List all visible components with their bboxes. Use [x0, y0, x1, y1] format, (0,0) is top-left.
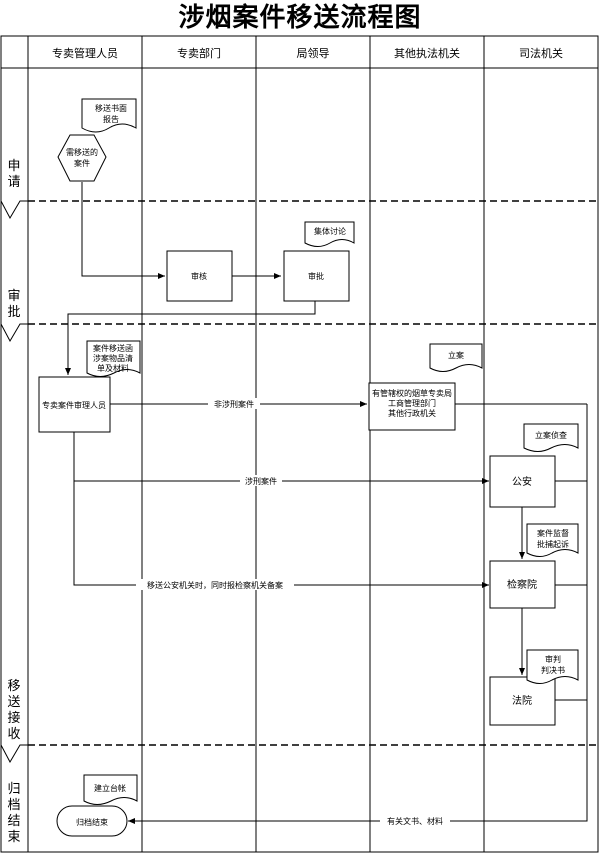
node-police-label: 公安	[512, 475, 532, 488]
node-case-officer: 专卖案件审理人员	[38, 376, 111, 433]
doc-transfer-letter-line3: 单及材料	[97, 363, 129, 373]
doc-ledger-label: 建立台帐	[94, 783, 126, 793]
node-police: 公安	[489, 455, 556, 508]
node-archive-end: 归档结束	[56, 805, 128, 837]
phase-transfer-4: 收	[7, 727, 20, 742]
phase-labels: 申 请 审 批 移 送 接 收 归 档 结 束	[7, 159, 20, 845]
node-archive-end-label: 归档结束	[76, 817, 108, 827]
lane-header-sales-staff: 专卖管理人员	[52, 46, 118, 60]
phase-transfer-2: 送	[7, 695, 20, 710]
doc-transfer-report-line1: 移送书面	[95, 103, 127, 113]
doc-verdict-line1: 审判	[545, 654, 561, 664]
label-criminal: 涉刑案件	[245, 476, 277, 486]
node-review-label: 审核	[191, 271, 207, 281]
node-other-agency-line1: 有管辖权的烟草专卖局	[372, 388, 452, 398]
node-review: 审核	[166, 250, 233, 302]
node-court-label: 法院	[512, 694, 532, 707]
doc-supervision-line2: 批捕起诉	[537, 539, 569, 549]
doc-ledger: 建立台帐	[83, 774, 138, 805]
doc-transfer-letter-line2: 涉案物品清	[93, 353, 133, 363]
doc-case-filing: 立案	[429, 343, 483, 372]
edge-officer-trunk	[73, 431, 489, 588]
node-approval: 审批	[283, 250, 350, 302]
node-other-agency: 有管辖权的烟草专卖局 工商管理部门 其他行政机关	[368, 382, 456, 431]
doc-verdict-line2: 判决书	[541, 665, 565, 675]
node-court: 法院	[489, 676, 556, 726]
lane-header-other-agency: 其他执法机关	[394, 46, 460, 60]
edge-case-to-review	[81, 182, 165, 279]
label-non-criminal: 非涉刑案件	[214, 399, 254, 409]
connectors	[65, 182, 588, 824]
doc-filing-investigation-label: 立案侦查	[535, 430, 567, 440]
doc-filing-investigation: 立案侦查	[523, 423, 579, 452]
doc-case-filing-label: 立案	[448, 350, 464, 360]
doc-transfer-report-line2: 报告	[103, 114, 119, 124]
doc-group-discussion-label: 集体讨论	[314, 226, 346, 236]
lane-header-judicial: 司法机关	[519, 46, 563, 60]
doc-verdict: 审判 判决书	[526, 649, 579, 684]
node-procuratorate: 检察院	[489, 560, 556, 609]
phase-apply-1: 申	[7, 159, 20, 174]
doc-group-discussion: 集体讨论	[304, 221, 355, 247]
phase-archive-1: 归	[7, 782, 20, 797]
label-notify-procuratorate: 移送公安机关时，同时报检察机关备案	[147, 580, 283, 590]
lane-header-monopoly-dept: 专卖部门	[177, 46, 221, 60]
label-return-docs: 有关文书、材料	[387, 816, 443, 826]
edge-return-trunk	[128, 404, 588, 824]
phase-archive-4: 束	[7, 830, 20, 845]
phase-archive-3: 结	[7, 814, 20, 829]
page-title: 涉烟案件移送流程图	[178, 3, 422, 33]
phase-approve-1: 审	[7, 289, 20, 304]
doc-supervision: 案件监督 批捕起诉	[526, 523, 579, 557]
phase-transfer-1: 移	[7, 679, 20, 694]
phase-transfer-3: 接	[7, 710, 20, 726]
phase-approve-2: 批	[7, 305, 20, 320]
node-case-to-transfer: 需移送的 案件	[57, 134, 107, 182]
lane-header-bureau-leader: 局领导	[297, 47, 330, 60]
doc-transfer-letter: 案件移送函 涉案物品清 单及材料	[86, 340, 141, 377]
doc-supervision-line1: 案件监督	[537, 528, 569, 538]
phase-archive-2: 档	[7, 798, 20, 813]
edge-labels: 非涉刑案件 涉刑案件 移送公安机关时，同时报检察机关备案 有关文书、材料	[136, 398, 450, 826]
node-other-agency-line3: 其他行政机关	[388, 408, 436, 418]
swimlane-grid	[0, 35, 599, 853]
node-procuratorate-label: 检察院	[507, 578, 537, 591]
phase-separators	[0, 200, 598, 764]
phase-apply-2: 请	[7, 175, 20, 190]
doc-transfer-letter-line1: 案件移送函	[93, 343, 133, 353]
node-approval-label: 审批	[308, 271, 324, 281]
node-case-line2: 案件	[74, 158, 90, 168]
doc-transfer-report: 移送书面 报告	[81, 98, 137, 133]
edge-approval-to-officer	[65, 300, 316, 375]
node-case-line1: 需移送的	[66, 147, 98, 157]
node-other-agency-line2: 工商管理部门	[388, 398, 436, 408]
node-case-officer-label: 专卖案件审理人员	[42, 400, 106, 410]
lane-headers: 专卖管理人员 专卖部门 局领导 其他执法机关 司法机关	[52, 46, 563, 60]
